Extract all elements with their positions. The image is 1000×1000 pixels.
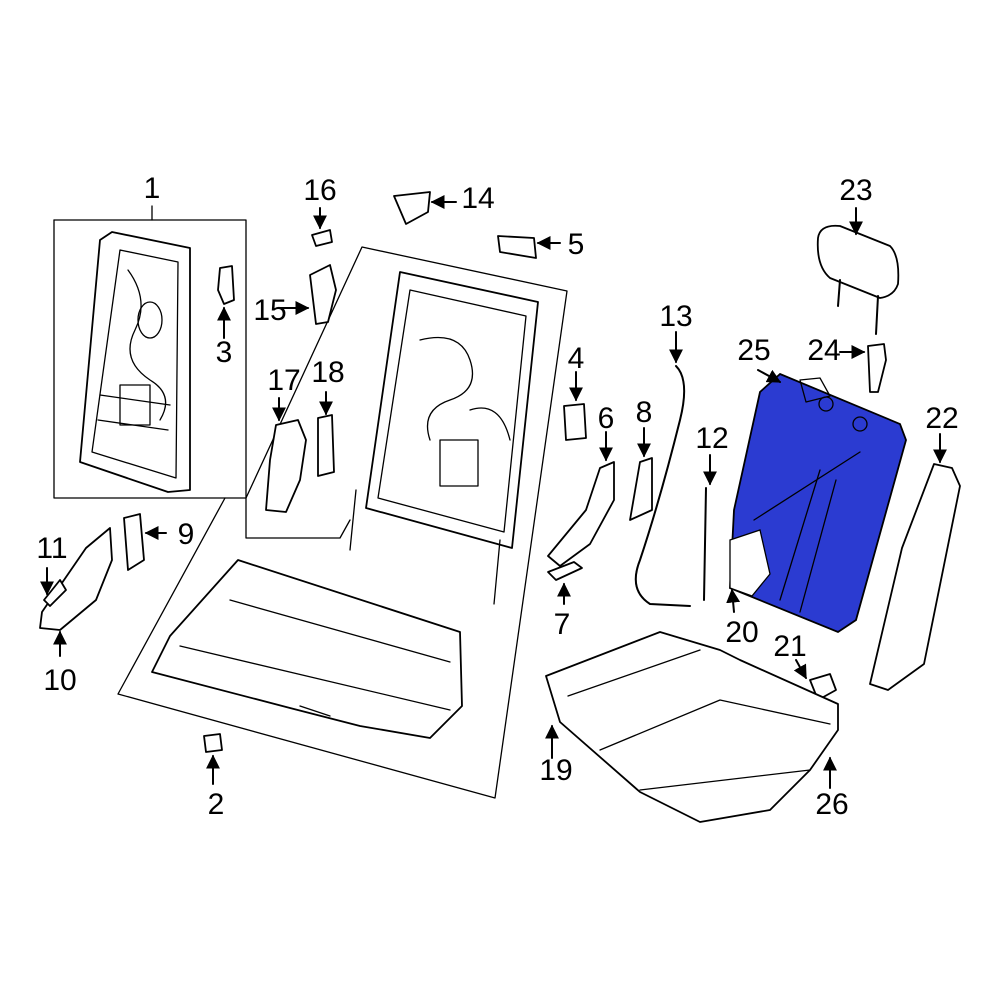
callout-5[interactable]: 5 — [568, 228, 585, 261]
part-19-seat-cushion[interactable] — [545, 631, 839, 823]
callout-14[interactable]: 14 — [461, 182, 494, 215]
part-9-bracket[interactable] — [123, 513, 145, 571]
part-12-cable[interactable] — [703, 487, 707, 601]
part-16-clip[interactable] — [311, 229, 333, 247]
part-1-seatback-frame[interactable] — [79, 231, 191, 493]
part-18-bracket[interactable] — [317, 414, 335, 477]
callout-4[interactable]: 4 — [568, 342, 585, 375]
callout-24[interactable]: 24 — [807, 334, 840, 367]
part-seat-frame[interactable] — [151, 559, 463, 739]
part-13-cable[interactable] — [634, 365, 691, 607]
callout-17[interactable]: 17 — [267, 364, 300, 397]
part-center-seatback-frame[interactable] — [349, 271, 539, 605]
callout-16[interactable]: 16 — [303, 174, 336, 207]
callout-2[interactable]: 2 — [208, 788, 225, 821]
callouts: 1 2 3 4 5 6 7 8 9 10 11 12 13 14 15 16 1… — [36, 172, 958, 821]
callout-22[interactable]: 22 — [925, 402, 958, 435]
part-15-bezel[interactable] — [309, 264, 337, 325]
part-8-bracket[interactable] — [629, 457, 653, 521]
callout-13[interactable]: 13 — [659, 300, 692, 333]
callout-10[interactable]: 10 — [43, 664, 76, 697]
arrow-25 — [757, 369, 782, 383]
group-box-frame — [117, 246, 568, 799]
arrow-21 — [793, 659, 807, 680]
arrow-20 — [726, 588, 741, 613]
part-10-trim[interactable] — [39, 527, 113, 631]
callout-3[interactable]: 3 — [216, 336, 233, 369]
group-box-left — [53, 219, 226, 499]
part-23-headrest[interactable] — [816, 224, 900, 335]
callout-25[interactable]: 25 — [737, 334, 770, 367]
group-box-seatback-frame-assembly — [53, 219, 351, 539]
part-14-release-handle[interactable] — [393, 191, 431, 225]
callout-21[interactable]: 21 — [773, 630, 806, 663]
callout-18[interactable]: 18 — [311, 356, 344, 389]
callout-26[interactable]: 26 — [815, 788, 848, 821]
callout-6[interactable]: 6 — [598, 402, 615, 435]
highlight-fill — [729, 372, 907, 634]
callout-15[interactable]: 15 — [253, 294, 286, 327]
part-22-panel[interactable] — [869, 463, 961, 691]
callout-20[interactable]: 20 — [725, 616, 758, 649]
callout-11[interactable]: 11 — [36, 532, 67, 565]
part-3-bracket[interactable] — [217, 265, 235, 305]
callout-12[interactable]: 12 — [695, 422, 728, 455]
callout-9[interactable]: 9 — [178, 518, 195, 551]
callout-1[interactable]: 1 — [144, 172, 161, 205]
part-25-seatback-cover[interactable] — [729, 372, 907, 634]
part-2-clip[interactable] — [203, 733, 223, 753]
callout-23[interactable]: 23 — [839, 174, 872, 207]
callout-19[interactable]: 19 — [539, 754, 572, 787]
part-24-guide[interactable] — [867, 343, 887, 393]
part-6-cover[interactable] — [547, 461, 615, 567]
part-5-handle[interactable] — [497, 235, 537, 259]
callout-8[interactable]: 8 — [636, 396, 653, 429]
part-7-clip[interactable] — [547, 561, 583, 581]
part-17-cover[interactable] — [265, 419, 307, 513]
part-4-latch[interactable] — [563, 403, 587, 441]
callout-7[interactable]: 7 — [554, 608, 571, 641]
part-11-bracket[interactable] — [43, 579, 67, 607]
